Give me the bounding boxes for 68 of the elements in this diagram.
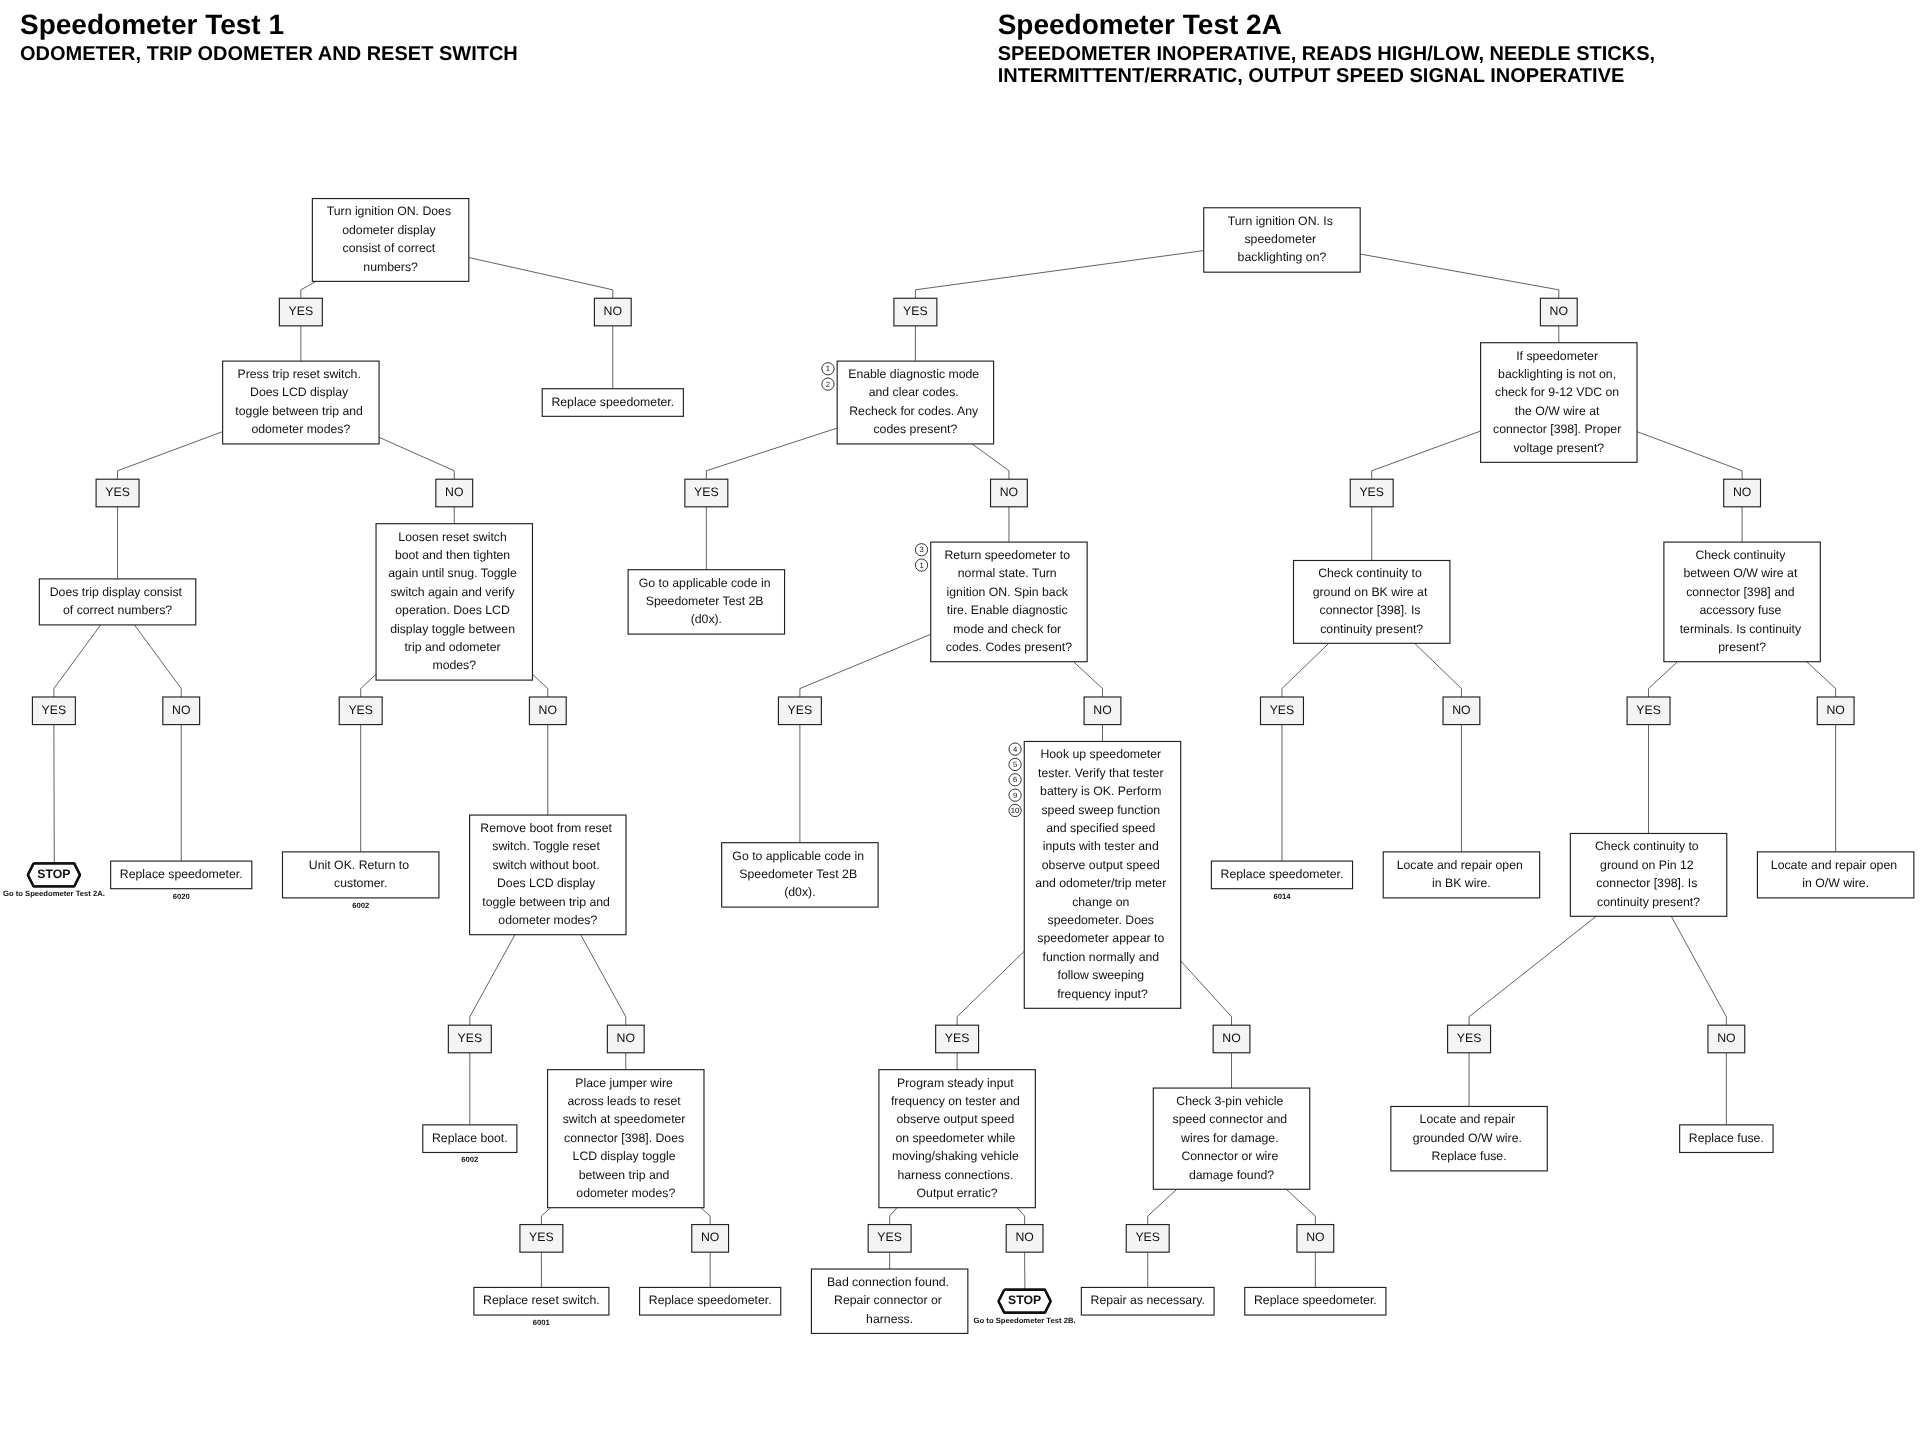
connector xyxy=(705,506,707,571)
connector xyxy=(469,934,516,1026)
connector xyxy=(1648,724,1649,834)
connector xyxy=(705,427,838,480)
chart-title: Speedometer Test 1 xyxy=(20,8,287,40)
connector xyxy=(1180,960,1232,1026)
connector xyxy=(1558,325,1560,344)
connector xyxy=(1016,1207,1025,1225)
connector xyxy=(1670,915,1727,1026)
connector xyxy=(360,673,377,698)
connector xyxy=(1024,1251,1026,1291)
connector xyxy=(1461,724,1462,853)
connector xyxy=(700,1207,711,1225)
connector xyxy=(180,724,182,862)
connector xyxy=(547,724,549,816)
connector xyxy=(709,1251,711,1288)
connector xyxy=(453,506,455,525)
connector xyxy=(1468,915,1597,1026)
connector xyxy=(1073,661,1103,698)
chart-subtitle: ODOMETER, TRIP ODOMETER AND RESET SWITCH xyxy=(20,44,520,66)
connector xyxy=(1314,1251,1316,1288)
connector xyxy=(1371,430,1481,480)
connector xyxy=(1648,661,1678,698)
connector xyxy=(1285,1188,1316,1225)
connector xyxy=(53,724,55,865)
connector xyxy=(117,506,118,580)
connector xyxy=(1636,431,1743,480)
connector xyxy=(1468,1052,1470,1107)
connector xyxy=(1281,724,1283,862)
connector xyxy=(915,325,916,362)
connector xyxy=(468,257,614,299)
connector xyxy=(1725,1052,1727,1126)
connector xyxy=(300,325,302,362)
connector xyxy=(889,1251,891,1270)
chart-title: Speedometer Test 2A xyxy=(997,8,1284,40)
connector xyxy=(580,934,627,1026)
connector xyxy=(1806,661,1837,698)
connector xyxy=(799,633,932,698)
connector xyxy=(134,624,182,698)
connector xyxy=(541,1251,542,1288)
connector xyxy=(889,1207,898,1225)
connector xyxy=(612,325,614,390)
connector xyxy=(1371,506,1373,561)
connector xyxy=(625,1052,627,1071)
connector xyxy=(1147,1251,1149,1288)
connector xyxy=(971,443,1010,480)
connector xyxy=(1008,506,1010,543)
connector xyxy=(117,431,223,480)
connector xyxy=(1741,506,1743,543)
connector xyxy=(378,436,455,480)
connector xyxy=(956,950,1025,1026)
connector xyxy=(1102,724,1103,742)
connector xyxy=(1835,724,1837,853)
connector xyxy=(956,1052,958,1071)
connector xyxy=(541,1207,551,1225)
connector xyxy=(360,724,362,853)
connector xyxy=(799,724,801,844)
connector xyxy=(915,250,1205,299)
connector xyxy=(1414,642,1462,698)
connector xyxy=(1359,253,1560,299)
connector xyxy=(300,281,317,299)
connector xyxy=(53,624,102,698)
connector xyxy=(1281,642,1330,698)
connector xyxy=(1231,1052,1232,1089)
connector xyxy=(469,1052,471,1126)
connector xyxy=(532,673,549,698)
connector xyxy=(1147,1188,1178,1225)
chart-subtitle: SPEEDOMETER INOPERATIVE, READS HIGH/LOW, NEEDLE STICKS, INTERMITTENT/ERRATIC, OUTPUT SPEED SIGNAL INOPERATIVE xyxy=(997,44,1658,88)
